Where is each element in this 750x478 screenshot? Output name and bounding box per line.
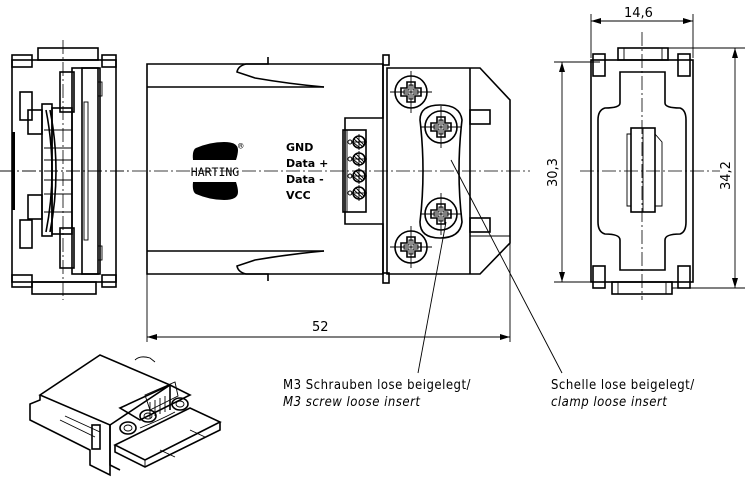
harting-logo: HARTING ®: [191, 142, 244, 200]
dimension-outer-height-value: 34,2: [719, 161, 734, 190]
dimension-length: 52: [146, 274, 510, 342]
dimension-width: 14,6: [590, 6, 694, 58]
pin-label-data-plus: Data +: [286, 157, 328, 170]
dimension-width-value: 14,6: [624, 6, 653, 21]
pin-label-gnd: GND: [286, 141, 313, 154]
dimension-length-value: 52: [312, 320, 329, 335]
pin-label-data-minus: Data -: [286, 173, 324, 186]
front-view: HARTING ® GND Data + Data - VCC: [0, 54, 530, 284]
end-view: [580, 32, 720, 300]
side-view: [0, 40, 128, 300]
note-screws-en: M3 screw loose insert: [283, 395, 420, 410]
screw-leader-line: [417, 221, 447, 374]
registered-mark: ®: [238, 142, 244, 152]
note-clamp-en: clamp loose insert: [551, 395, 667, 410]
note-clamp-de: Schelle lose beigelegt/: [551, 378, 695, 393]
pin-label-vcc: VCC: [286, 189, 311, 202]
dimension-inner-height: 30,3: [546, 61, 600, 283]
note-screws-de: M3 Schrauben lose beigelegt/: [283, 378, 471, 393]
dimension-inner-height-value: 30,3: [546, 158, 561, 187]
dimension-outer-height: 34,2: [668, 47, 745, 289]
clamp-leader-line: [450, 159, 563, 374]
brand-logo-text: HARTING: [191, 165, 240, 179]
isometric-view: [29, 354, 222, 477]
